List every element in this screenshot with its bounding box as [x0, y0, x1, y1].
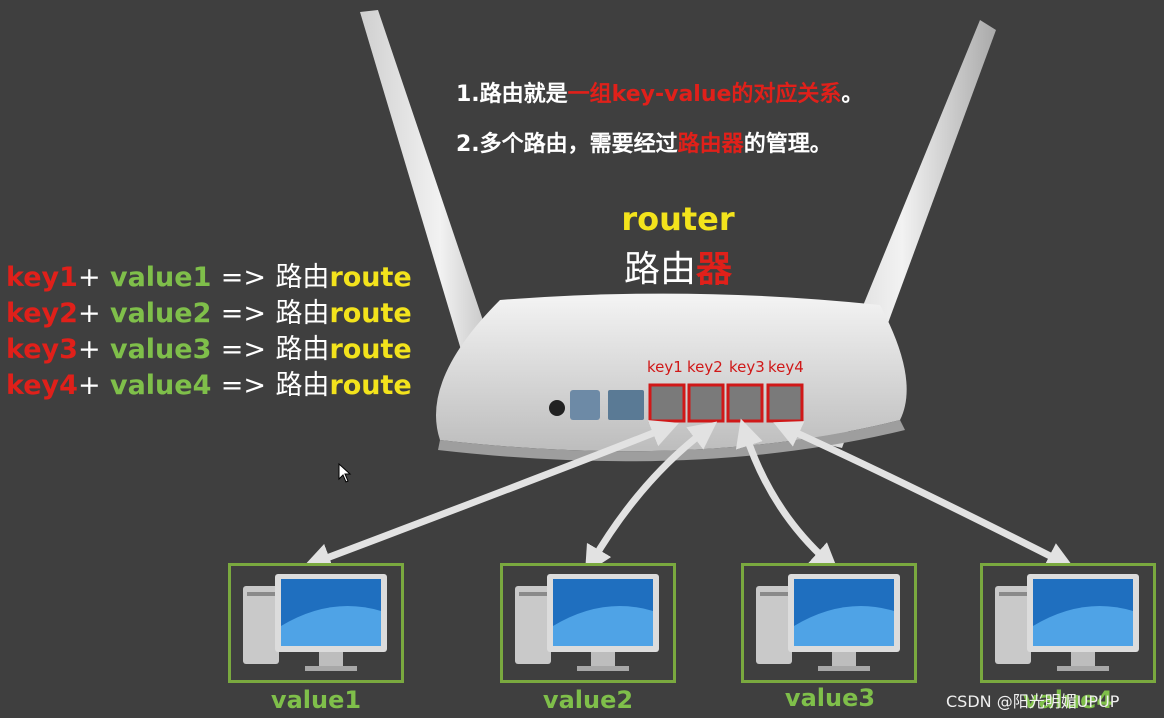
- mapping-arrow: =>: [220, 370, 267, 401]
- router-title-cn: 路由器: [578, 240, 778, 292]
- mapping-value: value4: [109, 370, 212, 401]
- mapping-key: key4: [6, 370, 78, 401]
- note-2-suffix: 的管理。: [743, 132, 832, 157]
- note-line-1: 1.路由就是一组key-value的对应关系。: [456, 76, 863, 108]
- computer-icon: [243, 574, 387, 671]
- mapping-cn: 路由: [275, 262, 330, 293]
- port-label-4: key4: [768, 358, 804, 376]
- mapping-row-3: key3+ value3 => 路由route: [6, 327, 412, 365]
- mapping-arrow: =>: [220, 262, 267, 293]
- arrow-port2-pc2: [584, 421, 718, 575]
- port-label-1: key1: [647, 358, 683, 376]
- computer-1: [228, 563, 404, 683]
- watermark: CSDN @阳光明媚UPUP: [946, 692, 1120, 711]
- mapping-value: value3: [109, 334, 212, 365]
- computer-2: [500, 563, 676, 683]
- mapping-plus: +: [77, 298, 101, 329]
- mapping-key: key2: [6, 298, 78, 329]
- mapping-cn: 路由: [275, 298, 330, 329]
- mapping-key: key1: [6, 262, 78, 293]
- computer-label-4: value4: [1022, 686, 1114, 714]
- mapping-route: route: [329, 298, 412, 329]
- mapping-row-4: key4+ value4 => 路由route: [6, 363, 412, 401]
- mapping-value: value1: [109, 262, 212, 293]
- computer-icon: [756, 574, 900, 671]
- router-title-cn-main: 路由: [623, 249, 696, 290]
- note-1-prefix: 1.路由就是: [456, 82, 568, 107]
- port-label-2: key2: [687, 358, 723, 376]
- mapping-route: route: [329, 262, 412, 293]
- arrow-port4-pc4: [773, 421, 1075, 569]
- mapping-plus: +: [77, 334, 101, 365]
- port-label-3: key3: [729, 358, 765, 376]
- computer-4: [980, 563, 1156, 683]
- mapping-key: key3: [6, 334, 78, 365]
- mapping-plus: +: [77, 370, 101, 401]
- computer-3: [741, 563, 917, 683]
- note-1-highlight: 一组key-value的对应关系: [567, 82, 842, 107]
- mapping-arrow: =>: [220, 334, 267, 365]
- mapping-route: route: [329, 334, 412, 365]
- mapping-plus: +: [77, 262, 101, 293]
- router-title-en: router: [621, 200, 735, 238]
- computer-label-1: value1: [270, 686, 362, 714]
- mapping-arrow: =>: [220, 298, 267, 329]
- note-2-prefix: 2.多个路由，需要经过: [456, 132, 678, 157]
- mapping-cn: 路由: [275, 334, 330, 365]
- computer-label-3: value3: [784, 684, 876, 712]
- note-1-suffix: 。: [841, 82, 864, 107]
- mapping-cn: 路由: [275, 370, 330, 401]
- note-line-2: 2.多个路由，需要经过路由器的管理。: [456, 126, 832, 158]
- mapping-row-2: key2+ value2 => 路由route: [6, 291, 412, 329]
- mapping-route: route: [329, 370, 412, 401]
- mapping-row-1: key1+ value1 => 路由route: [6, 255, 412, 293]
- computer-label-2: value2: [542, 686, 634, 714]
- mapping-value: value2: [109, 298, 212, 329]
- mapping-list: key1+ value1 => 路由route key2+ value2 => …: [6, 255, 412, 401]
- computer-icon: [515, 574, 659, 671]
- note-2-highlight: 路由器: [677, 132, 744, 157]
- router-title-cn-highlight: 器: [696, 249, 733, 290]
- computer-icon: [995, 574, 1139, 671]
- mouse-cursor-icon: [338, 463, 352, 483]
